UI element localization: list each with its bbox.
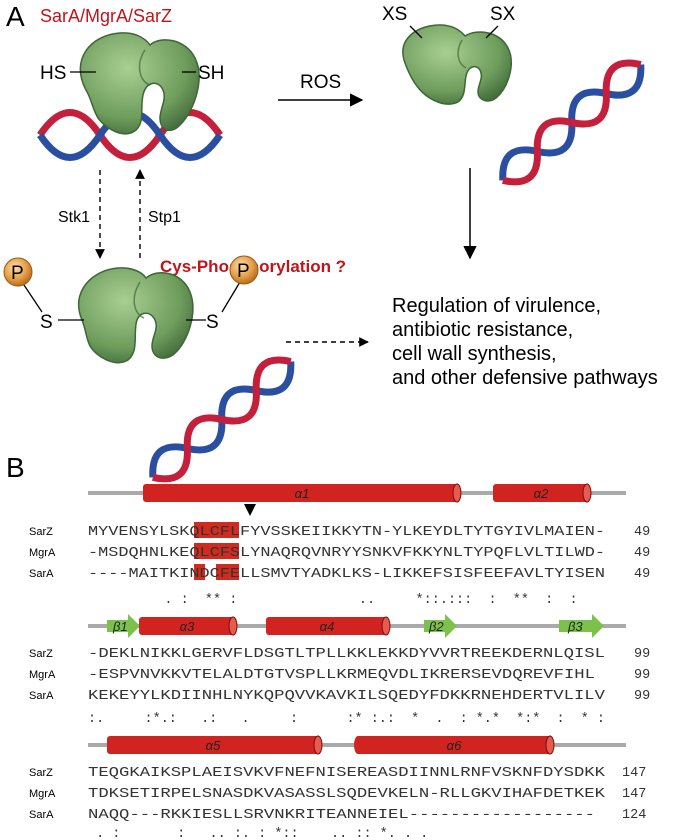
- helix-a3-label: α3: [180, 619, 195, 634]
- seq-name: SarZ: [29, 767, 53, 779]
- helix-a4-label: α4: [320, 619, 335, 634]
- highlight-sarz: [194, 522, 239, 538]
- oxidized-left-label: XS: [382, 4, 407, 25]
- seq-name: MgrA: [29, 788, 56, 800]
- helix-a5-label: α5: [206, 738, 221, 753]
- thiol-left-label: HS: [40, 63, 66, 84]
- seq-end: 99: [634, 668, 650, 683]
- seq-end: 99: [634, 647, 650, 662]
- topology-track-3: α5 α6: [88, 735, 626, 755]
- ros-label: ROS: [300, 72, 341, 93]
- helix-a5: α5: [107, 735, 323, 755]
- helix-a3: α3: [139, 616, 238, 636]
- consensus-row: :. :*.: .: . : :* :.: * . : *.* *:* : * …: [88, 712, 605, 727]
- panel-a-label: A: [6, 1, 25, 32]
- phospho-bond-right-b: [221, 281, 241, 313]
- alignment-block-2: SarZ -DEKLNIKKLGERVFLDSGTLTPLLKKLEKKDYVV…: [29, 647, 650, 727]
- cys-highlight-boxes: [194, 522, 239, 580]
- protein-oxidized: [402, 24, 512, 105]
- phosphate-right-icon: P: [229, 255, 259, 285]
- seq-end: 147: [622, 766, 646, 781]
- oxidized-bond-right: [485, 25, 499, 39]
- consensus-row: . : ** : .. *::.::: : ** : :: [132, 593, 578, 608]
- highlight-sara-1: [194, 564, 205, 580]
- seq-row: NAQQ---RKKIESLLSRVNKRITEANNEIEL---------…: [88, 808, 595, 823]
- outcome-line-1: Regulation of virulence,: [392, 295, 601, 317]
- cysteine-marker-icon: [244, 504, 256, 516]
- highlight-mgra: [194, 543, 239, 559]
- panel-b-label: B: [6, 452, 25, 483]
- helix-a1-label: α1: [295, 486, 310, 501]
- protein-reduced: [79, 32, 200, 135]
- seq-row: MYVENSYLSKQLCFLFYVSSKEIIKKYTN-YLKEYDLTYT…: [88, 525, 605, 540]
- helix-a2-label: α2: [534, 486, 549, 501]
- phospho-bond-left-a: [21, 281, 43, 313]
- seq-name: SarA: [29, 809, 54, 821]
- sulfur-left-label: S: [40, 312, 53, 333]
- protein-phosphorylated: [77, 267, 194, 364]
- sulfur-right-label: S: [206, 312, 219, 333]
- panel-a: A SarA/MgrA/SarZ HS SH ROS XS SX: [3, 1, 658, 483]
- protein-family-title: SarA/MgrA/SarZ: [40, 6, 172, 26]
- dna-helix-free-left: [149, 356, 295, 483]
- seq-row: KEKEYYLKDIINHLNYKQPQVVKAVKILSQEDYFDKKRNE…: [88, 689, 606, 704]
- strand-b3-label: β3: [567, 619, 583, 634]
- strand-b2: β2: [424, 614, 457, 638]
- seq-end: 49: [634, 525, 650, 540]
- seq-end: 147: [622, 787, 646, 802]
- strand-b1-label: β1: [112, 619, 128, 634]
- seq-name: SarZ: [29, 526, 53, 538]
- outcome-line-2: antibiotic resistance,: [392, 319, 573, 341]
- outcome-line-4: and other defensive pathways: [392, 367, 658, 389]
- seq-end: 49: [634, 546, 650, 561]
- highlight-sara-2: [216, 564, 239, 580]
- thiol-right-label: SH: [198, 63, 224, 84]
- seq-end: 99: [634, 689, 650, 704]
- helix-a6-label: α6: [447, 738, 462, 753]
- seq-name: MgrA: [29, 669, 56, 681]
- seq-row: -MSDQHNLKEQLCFSLYNAQRQVNRYYSNKVFKKYNLTYP…: [88, 546, 605, 561]
- seq-end: 49: [634, 567, 650, 582]
- stk1-label: Stk1: [58, 209, 90, 226]
- topology-track-1: α1 α2: [88, 483, 626, 516]
- helix-a6: α6: [354, 735, 555, 755]
- seq-row: TEQGKAIKSPLAEISVKVFNEFNISEREASDIINNLRNFV…: [88, 766, 606, 781]
- consensus-row: . : : .. :. : *:: .. :: *. . .: [88, 827, 428, 840]
- seq-name: MgrA: [29, 547, 56, 559]
- alignment-block-1: SarZ MYVENSYLSKQLCFLFYVSSKEIIKKYTN-YLKEY…: [29, 525, 650, 608]
- seq-row: ----MAITKINDCFELLSMVTYADKLKS-LIKKEFSISFE…: [88, 567, 605, 582]
- seq-row: -DEKLNIKKLGERVFLDSGTLTPLLKKLEKKDYVVRTREE…: [88, 647, 605, 662]
- seq-name: SarA: [29, 690, 54, 702]
- seq-name: SarZ: [29, 648, 53, 660]
- topology-track-2: β1 α3 α4 β2 β3: [88, 614, 626, 638]
- seq-name: SarA: [29, 568, 54, 580]
- helix-a2: α2: [493, 483, 592, 503]
- strand-b3: β3: [559, 614, 604, 638]
- phosphate-right-letter: P: [237, 261, 250, 282]
- oxidized-right-label: SX: [490, 4, 516, 25]
- stp1-label: Stp1: [148, 209, 181, 226]
- alignment-block-3: SarZ TEQGKAIKSPLAEISVKVFNEFNISEREASDIINN…: [29, 766, 646, 840]
- dna-helix-free-right: [499, 59, 645, 186]
- oxidized-bond-left: [409, 25, 423, 39]
- helix-a1: α1: [143, 483, 462, 503]
- strand-b1: β1: [107, 614, 140, 638]
- seq-row: -ESPVNVKKVTELALDTGTVSPLLKRMEQVDLIKRERSEV…: [88, 668, 595, 683]
- seq-row: TDKSETIRPELSNASDKVASASSLSQDEVKELN-RLLGKV…: [88, 787, 606, 802]
- outcome-text: Regulation of virulence, antibiotic resi…: [392, 295, 658, 389]
- panel-b: B α1 α2 SarZ MYVENSYLSK: [6, 452, 650, 840]
- phosphate-left-letter: P: [11, 263, 24, 284]
- strand-b2-label: β2: [428, 619, 444, 634]
- outcome-line-3: cell wall synthesis,: [392, 343, 557, 365]
- helix-a4: α4: [266, 616, 391, 636]
- seq-end: 124: [622, 808, 646, 823]
- phosphate-left-icon: P: [3, 257, 33, 287]
